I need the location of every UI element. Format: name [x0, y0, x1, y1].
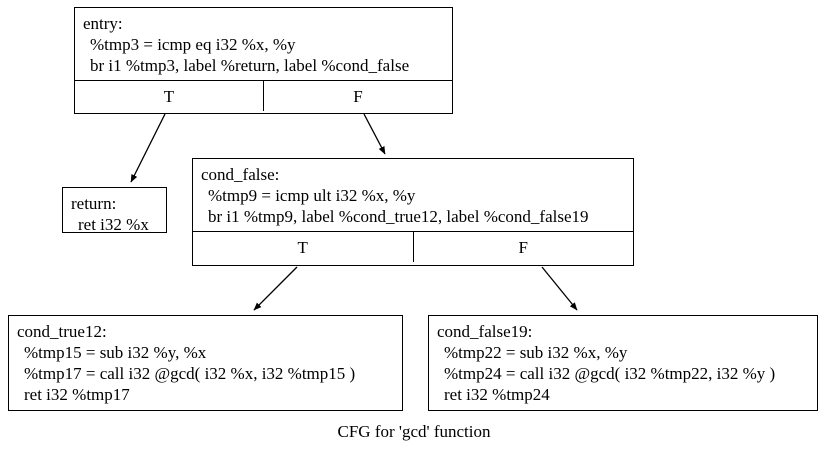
node-entry-body: entry: %tmp3 = icmp eq i32 %x, %y br i1 … [75, 8, 452, 80]
edge-cond-false-true-to-cond-true12 [253, 266, 298, 311]
node-cond-true12[interactable]: cond_true12: %tmp15 = sub i32 %y, %x %tm… [8, 315, 403, 411]
node-cond-true12-line-2: %tmp17 = call i32 @gcd( i32 %x, i32 %tmp… [24, 364, 356, 383]
node-return-label: return: [71, 194, 117, 213]
node-entry-ports: T F [75, 80, 452, 111]
node-cond-false19-line-2: %tmp24 = call i32 @gcd( i32 %tmp22, i32 … [444, 364, 776, 383]
node-cond-false-port-true[interactable]: T [193, 232, 414, 262]
node-return-line-1: ret i32 %x [78, 215, 149, 234]
node-cond-false-ports: T F [193, 231, 633, 262]
node-cond-false-body: cond_false: %tmp9 = icmp ult i32 %x, %y … [193, 159, 633, 231]
node-entry[interactable]: entry: %tmp3 = icmp eq i32 %x, %y br i1 … [74, 7, 453, 114]
edge-cond-false-false-to-cond-false19 [541, 266, 578, 311]
node-entry-label: entry: [83, 14, 123, 33]
node-cond-true12-line-1: %tmp15 = sub i32 %y, %x [24, 343, 207, 362]
node-cond-false-line-1: %tmp9 = icmp ult i32 %x, %y [208, 186, 416, 205]
node-cond-false19-line-1: %tmp22 = sub i32 %x, %y [444, 343, 628, 362]
node-entry-port-false[interactable]: F [353, 86, 363, 106]
node-cond-false-label: cond_false: [201, 165, 280, 184]
node-return-body: return: ret i32 %x [63, 188, 166, 239]
node-entry-port-true[interactable]: T [75, 81, 264, 111]
node-cond-true12-label: cond_true12: [17, 322, 107, 341]
node-cond-false[interactable]: cond_false: %tmp9 = icmp ult i32 %x, %y … [192, 158, 634, 266]
node-cond-false-port-false[interactable]: F [518, 237, 528, 257]
graph-caption: CFG for 'gcd' function [337, 422, 491, 441]
node-cond-true12-line-3: ret i32 %tmp17 [24, 385, 130, 404]
node-cond-false19[interactable]: cond_false19: %tmp22 = sub i32 %x, %y %t… [428, 315, 818, 411]
node-cond-false-line-2: br i1 %tmp9, label %cond_true12, label %… [208, 207, 589, 226]
node-cond-false19-line-3: ret i32 %tmp24 [444, 385, 550, 404]
node-entry-line-1: %tmp3 = icmp eq i32 %x, %y [90, 35, 296, 54]
node-cond-true12-body: cond_true12: %tmp15 = sub i32 %y, %x %tm… [9, 316, 402, 409]
edge-entry-true-to-return [130, 113, 166, 183]
node-cond-false19-body: cond_false19: %tmp22 = sub i32 %x, %y %t… [429, 316, 817, 409]
node-entry-line-2: br i1 %tmp3, label %return, label %cond_… [90, 56, 410, 75]
edge-entry-false-to-cond-false [363, 113, 386, 155]
node-return[interactable]: return: ret i32 %x [62, 187, 167, 234]
node-cond-false19-label: cond_false19: [437, 322, 533, 341]
